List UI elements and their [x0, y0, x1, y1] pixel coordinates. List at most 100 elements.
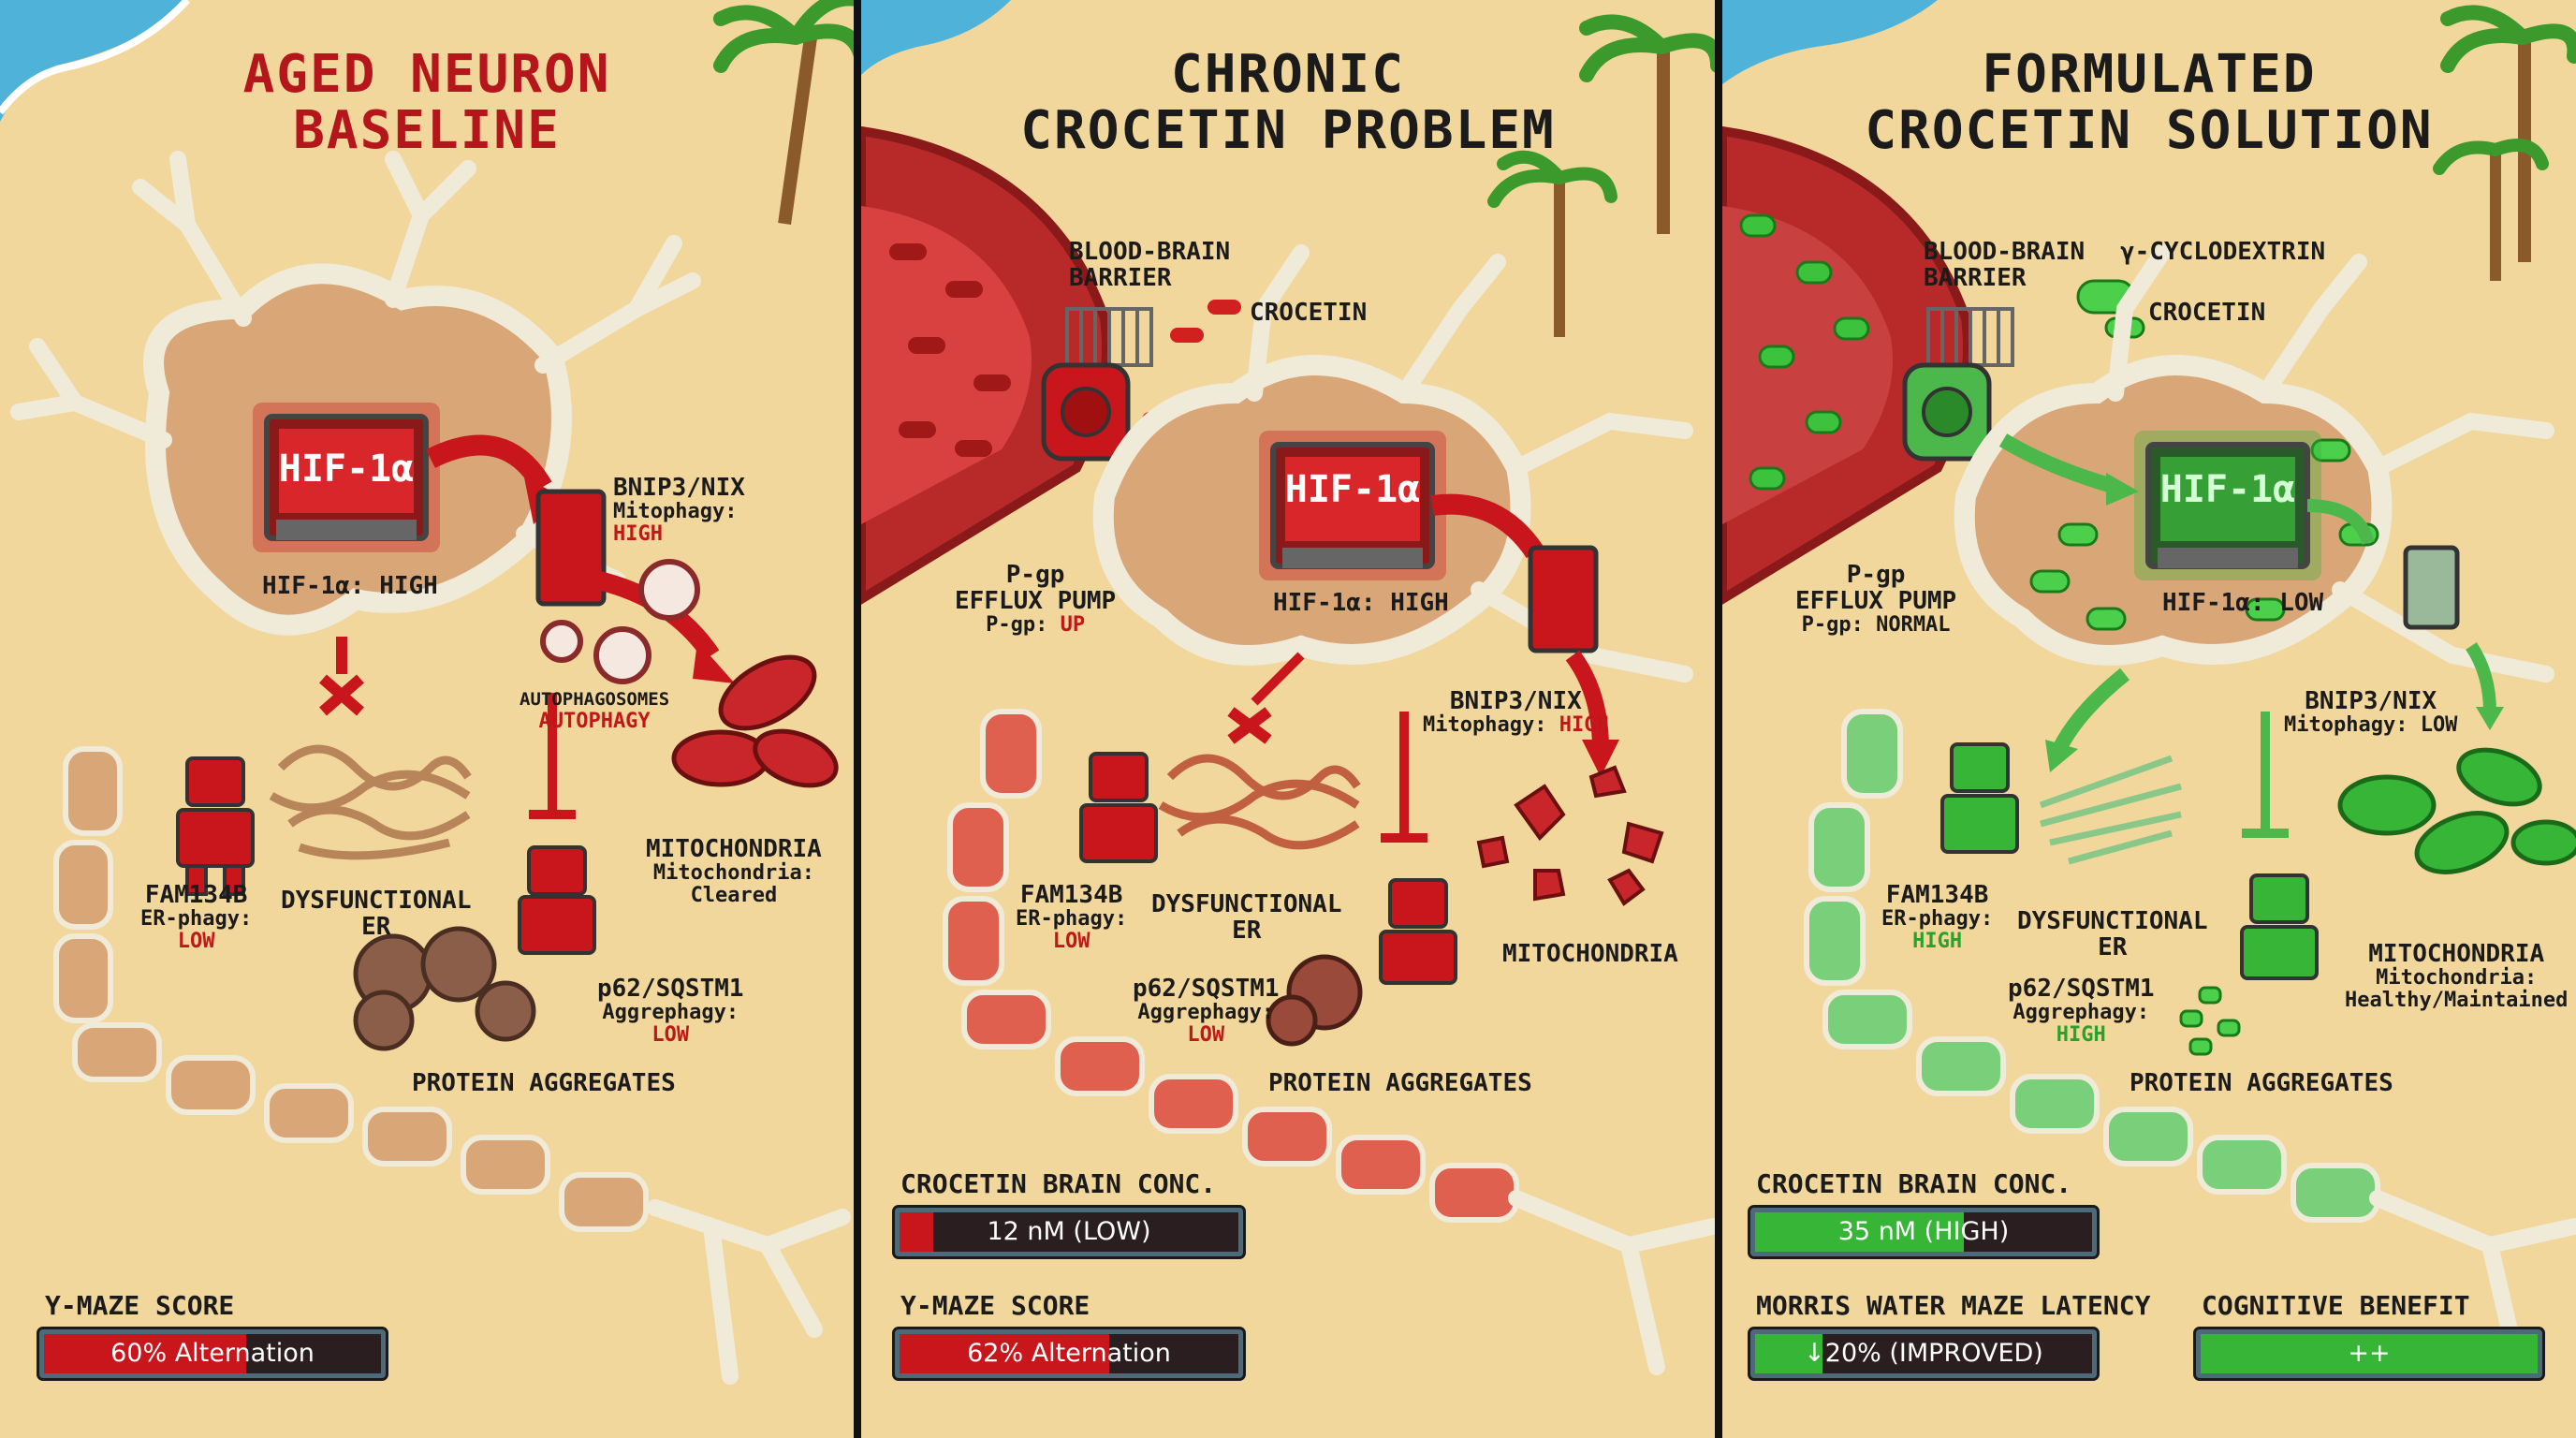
- morris-label: MORRIS WATER MAZE LATENCY: [1756, 1290, 2151, 1321]
- hif-status: HIF-1α: HIGH: [1273, 589, 1449, 617]
- panel-1-title-line1: AGED NEURON: [242, 44, 611, 105]
- hif-monitor-icon: [2134, 431, 2321, 580]
- ymaze-bar-fill: [44, 1334, 246, 1373]
- bnip3-label: BNIP3/NIX Mitophagy: HIGH: [613, 474, 745, 546]
- panel-formulated-crocetin-solution: FORMULATED CROCETIN SOLUTION BLOOD-BRAIN…: [1722, 0, 2576, 1438]
- palm-tree-icon: [1487, 14, 1715, 337]
- panel-1-title-line2: BASELINE: [293, 100, 561, 161]
- bnip3-label: BNIP3/NIX Mitophagy: LOW: [2284, 687, 2458, 737]
- cognitive-bar-fill: [2201, 1334, 2538, 1373]
- panel-3-title: FORMULATED CROCETIN SOLUTION: [1722, 47, 2576, 159]
- panel-3-illustration: [1722, 0, 2576, 1375]
- protein-aggregates-label: PROTEIN AGGREGATES: [2130, 1069, 2393, 1097]
- mitochondria-label: MITOCHONDRIA Mitochondria: Healthy/Maint…: [2345, 940, 2569, 1012]
- cognitive-bar: ++: [2196, 1329, 2542, 1378]
- crocetin-conc-label: CROCETIN BRAIN CONC.: [1756, 1168, 2072, 1199]
- panel-1-illustration: [0, 0, 854, 1385]
- ymaze-bar-text: 60% Alternation: [110, 1339, 315, 1368]
- bbb-gate-icon: [1065, 307, 1153, 367]
- fam134b-robot-icon: [1940, 742, 2019, 854]
- crocetin-conc-bar-fill: [1755, 1212, 1965, 1252]
- protein-aggregates-label: PROTEIN AGGREGATES: [412, 1069, 676, 1097]
- er-label: DYSFUNCTIONAL ER: [281, 887, 472, 941]
- fam134b-label: FAM134B ER-phagy: LOW: [140, 881, 253, 953]
- crocetin-label: CROCETIN: [1250, 299, 1368, 327]
- morris-bar: ↓20% (IMPROVED): [1750, 1329, 2097, 1378]
- pgp-label: P-gp EFFLUX PUMP P-gp: NORMAL: [1795, 561, 1957, 637]
- pgp-label: P-gp EFFLUX PUMP P-gp: UP: [955, 561, 1117, 637]
- bnip3-label: BNIP3/NIX Mitophagy: HIGH: [1423, 687, 1609, 737]
- panel-divider: [854, 0, 861, 1438]
- ymaze-label: Y-MAZE SCORE: [45, 1290, 235, 1321]
- er-label: DYSFUNCTIONAL ER: [1151, 890, 1342, 945]
- er-strands-icon: [2039, 755, 2182, 865]
- hif-status: HIF-1α: HIGH: [262, 572, 438, 600]
- crocetin-conc-bar: 12 nM (LOW): [895, 1208, 1243, 1256]
- panel-chronic-crocetin-problem: CHRONIC CROCETIN PROBLEM BLOOD-BRAIN BAR…: [861, 0, 1715, 1438]
- fragmented-mitochondria-icon: [1476, 765, 1664, 906]
- bbb-label: BLOOD-BRAIN BARRIER: [1924, 238, 2086, 292]
- p62-label: p62/SQSTM1 Aggrephagy: LOW: [597, 975, 744, 1047]
- autophagosome-icon: [540, 559, 700, 684]
- panel-aged-neuron-baseline: AGED NEURON BASELINE HIF-1α HIF-1α: HIGH…: [0, 0, 854, 1438]
- protein-aggregates-label: PROTEIN AGGREGATES: [1268, 1069, 1532, 1097]
- cyclodextrin-label: γ-CYCLODEXTRIN: [2120, 238, 2326, 266]
- healthy-mitochondria-icon: [2337, 747, 2576, 874]
- ymaze-bar-text: 62% Alternation: [967, 1339, 1171, 1368]
- p62-robot-icon: [518, 845, 596, 955]
- cognitive-bar-text: ++: [2348, 1339, 2391, 1368]
- crocetin-conc-bar-fill: [900, 1212, 934, 1252]
- panel-3-title-line2: CROCETIN SOLUTION: [1865, 100, 2434, 161]
- hif-monitor-label: HIF-1α: [2159, 468, 2296, 511]
- panel-1-title: AGED NEURON BASELINE: [0, 47, 854, 159]
- fam134b-label: FAM134B ER-phagy: LOW: [1016, 881, 1128, 953]
- er-tangle-icon: [269, 744, 472, 860]
- bnip3-switch-icon: [535, 489, 607, 607]
- palm-tree-icon: [713, 0, 854, 226]
- crocetin-label: CROCETIN: [2148, 299, 2266, 327]
- ymaze-label: Y-MAZE SCORE: [900, 1290, 1090, 1321]
- ymaze-bar: 62% Alternation: [895, 1329, 1243, 1378]
- hif-monitor-icon: [253, 403, 440, 552]
- p62-robot-icon: [1379, 878, 1457, 985]
- protein-aggregates-icon: [353, 926, 536, 1051]
- p62-label: p62/SQSTM1 Aggrephagy: HIGH: [2008, 975, 2155, 1047]
- panel-2-title: CHRONIC CROCETIN PROBLEM: [861, 47, 1715, 159]
- bnip3-switch-icon: [2403, 545, 2460, 630]
- bnip3-switch-icon: [1528, 545, 1599, 653]
- morris-bar-text: ↓20% (IMPROVED): [1804, 1339, 2043, 1368]
- panel-3-title-line1: FORMULATED: [1982, 44, 2317, 105]
- panel-2-illustration: [861, 0, 1715, 1375]
- cognitive-label: COGNITIVE BENEFIT: [2202, 1290, 2470, 1321]
- p62-robot-icon: [2240, 873, 2319, 980]
- mitochondria-label: MITOCHONDRIA: [1502, 940, 1678, 968]
- palm-tree-icon: [2433, 5, 2576, 281]
- fam134b-robot-icon: [1079, 752, 1158, 863]
- autophagosomes-label: AUTOPHAGOSOMES AUTOPHAGY: [520, 689, 670, 733]
- bbb-gate-icon: [1926, 307, 2014, 367]
- hif-status: HIF-1α: LOW: [2162, 589, 2324, 617]
- fam134b-robot-icon: [176, 756, 255, 896]
- er-tangle-icon: [1158, 754, 1361, 850]
- hif-monitor-icon: [1259, 431, 1446, 580]
- crocetin-conc-bar-text: 12 nM (LOW): [987, 1217, 1151, 1246]
- panel-2-title-line1: CHRONIC: [1170, 44, 1405, 105]
- p62-label: p62/SQSTM1 Aggrephagy: LOW: [1133, 975, 1280, 1047]
- morris-bar-fill: [1755, 1334, 1822, 1373]
- crocetin-conc-label: CROCETIN BRAIN CONC.: [900, 1168, 1217, 1199]
- panel-divider: [1715, 0, 1722, 1438]
- crocetin-conc-bar-text: 35 nM (HIGH): [1837, 1217, 2010, 1246]
- er-label: DYSFUNCTIONAL ER: [2017, 907, 2208, 961]
- hif-monitor-label: HIF-1α: [1284, 468, 1421, 511]
- protein-aggregates-icon: [1266, 954, 1363, 1047]
- crocetin-conc-bar: 35 nM (HIGH): [1750, 1208, 2097, 1256]
- hif-monitor-label: HIF-1α: [278, 448, 415, 491]
- ymaze-bar: 60% Alternation: [39, 1329, 386, 1378]
- mitochondria-icon: [671, 654, 839, 788]
- pgp-pump-icon: [1902, 362, 1992, 462]
- panel-2-title-line2: CROCETIN PROBLEM: [1020, 100, 1556, 161]
- mitochondria-label: MITOCHONDRIA Mitochondria: Cleared: [646, 835, 822, 907]
- fam134b-label: FAM134B ER-phagy: HIGH: [1881, 881, 1994, 953]
- cleared-aggregates-icon: [2179, 986, 2241, 1056]
- pgp-pump-icon: [1041, 362, 1131, 462]
